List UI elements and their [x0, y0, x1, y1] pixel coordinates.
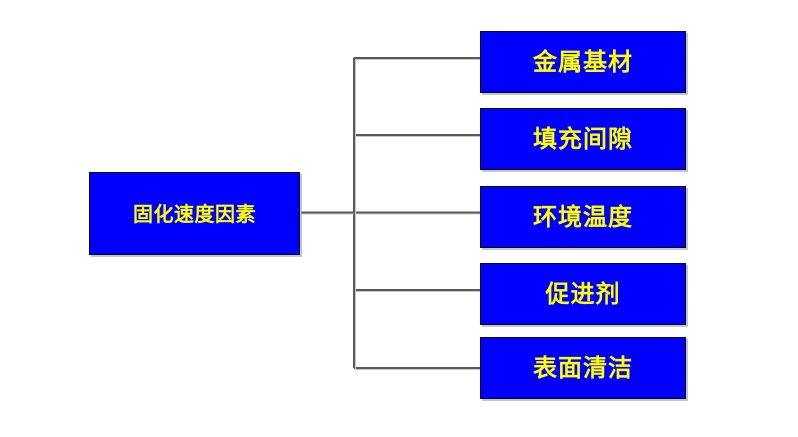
branch-node-accelerator[interactable]: 促进剂 [480, 263, 686, 325]
branch-node-label: 表面清洁 [533, 354, 633, 382]
branch-node-label: 填充间隙 [533, 125, 633, 153]
branch-node-fill-gap[interactable]: 填充间隙 [480, 108, 686, 170]
branch-node-metal-substrate[interactable]: 金属基材 [480, 31, 686, 93]
branch-node-label: 环境温度 [533, 203, 633, 231]
branch-node-label: 金属基材 [533, 48, 633, 76]
root-node[interactable]: 固化速度因素 [89, 172, 300, 255]
root-node-label: 固化速度因素 [133, 201, 256, 226]
branch-node-label: 促进剂 [545, 280, 621, 308]
branch-node-ambient-temperature[interactable]: 环境温度 [480, 186, 686, 248]
branch-node-surface-cleanliness[interactable]: 表面清洁 [480, 337, 686, 399]
